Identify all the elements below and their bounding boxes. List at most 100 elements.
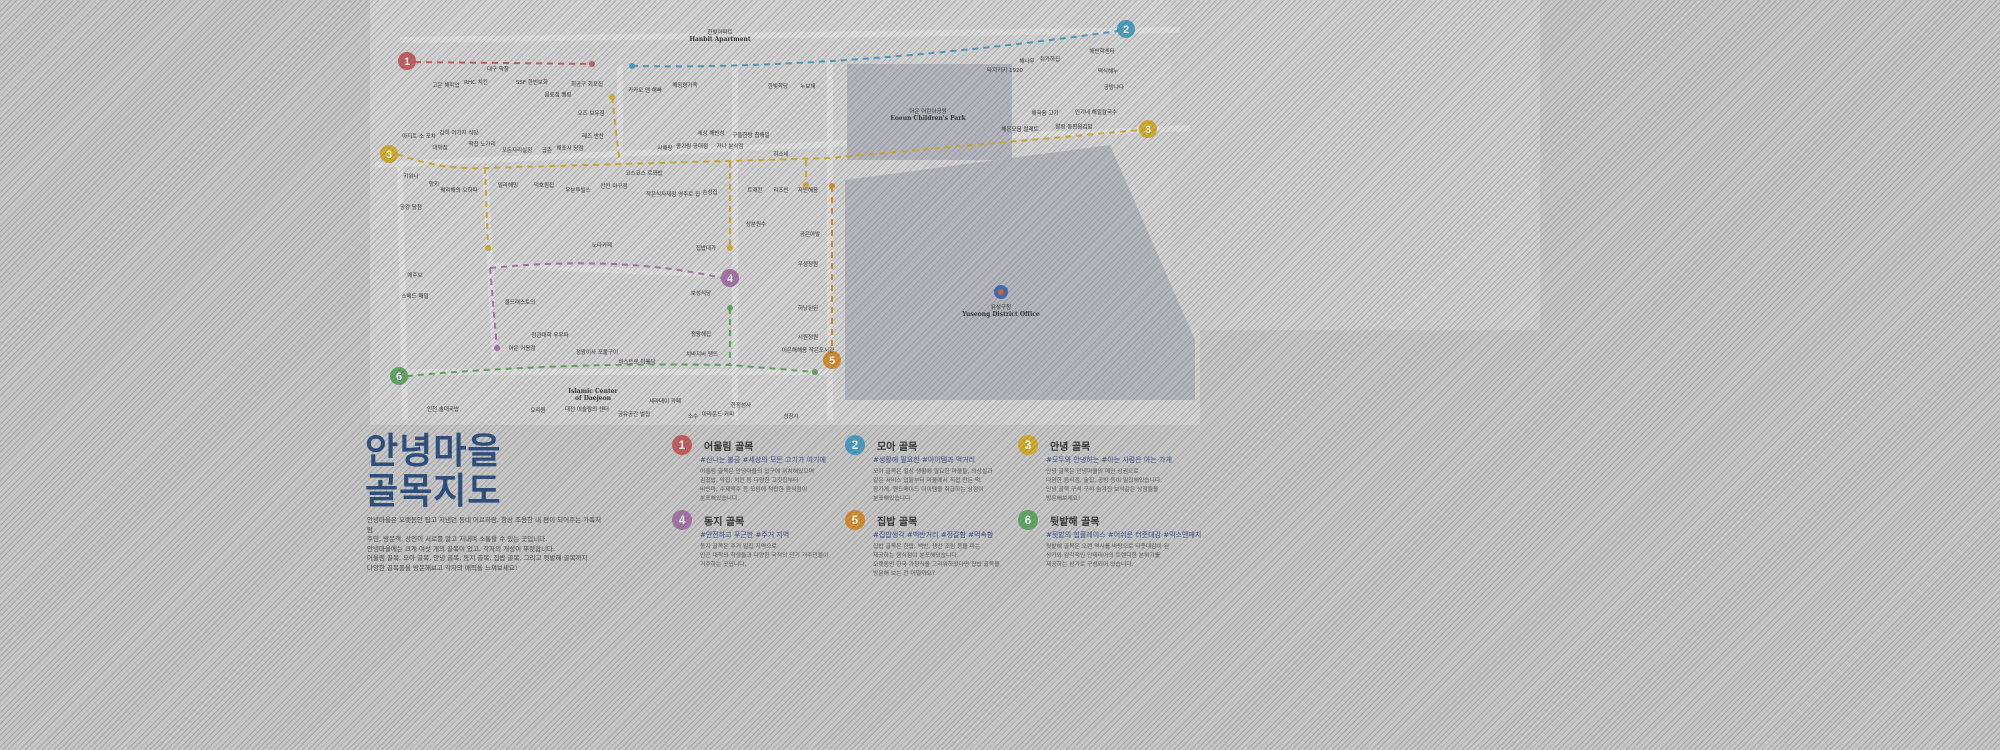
shop-label[interactable]: 떡집 노가리 — [468, 140, 495, 148]
shop-label[interactable]: 음료점 벨링 — [544, 91, 571, 99]
shop-label[interactable]: 한정성사 — [731, 401, 751, 409]
route-number: 5 — [829, 355, 835, 367]
shop-label[interactable]: 대박집 — [432, 144, 447, 152]
shop-label[interactable]: 공강 당점 — [400, 204, 422, 211]
shop-label[interactable]: 떡식해누 — [1098, 67, 1118, 75]
shop-label[interactable]: 우분투빌스 — [565, 186, 590, 194]
shop-label[interactable]: 정왕이사 포불구이 — [576, 348, 618, 356]
shop-label[interactable]: 구들한방 칩해일 — [732, 131, 769, 139]
shop-label[interactable]: 스페드 패밀 — [401, 292, 428, 300]
shop-label[interactable]: 집밥대가 — [696, 244, 716, 252]
shop-label[interactable]: 감히 어가지 식당 — [440, 129, 479, 137]
shop-label[interactable]: 하소네 — [773, 150, 788, 158]
route-2-marker[interactable]: 2 — [1117, 20, 1135, 38]
shop-label[interactable]: 누보쉐 — [800, 82, 815, 90]
islamic-center-label: of Daejeon — [575, 395, 612, 402]
route-5-marker[interactable]: 5 — [823, 351, 841, 369]
route-1-line — [414, 61, 593, 65]
description-line: 뒷밭해 골목은 오랜 역사를 바탕으로 터줏대감이 된 — [1046, 544, 1170, 550]
shop-label[interactable]: 콩기림 공대점 — [676, 142, 708, 150]
description-line: 집밥 골목은 한밥, 백반, 생선 조림 등을 파는 — [873, 544, 981, 550]
description-line: 방문해 보는 건 어떨까요? — [873, 571, 935, 577]
shop-label[interactable]: 소수 — [688, 413, 698, 420]
shop-label[interactable]: 요리원 — [530, 406, 545, 414]
shop-label[interactable]: 정왕해집 — [691, 330, 711, 338]
route-3-marker[interactable]: 3 — [380, 145, 398, 163]
shop-label[interactable]: 꿰리해의 오하파 — [440, 186, 477, 194]
shop-label[interactable]: 성분원수 — [746, 220, 766, 228]
shop-label[interactable]: 해밍량가족 — [672, 81, 697, 89]
shop-label[interactable]: 해국음 고기 — [1031, 109, 1058, 117]
shop-label[interactable]: 자빈해음 — [798, 186, 818, 194]
shop-label[interactable]: 아지트 소 포차 — [402, 132, 436, 140]
shop-label[interactable]: 공은아발 — [800, 230, 820, 238]
shop-label[interactable]: 아라운드 커피 — [702, 410, 734, 418]
intro-line: 주민, 방문객, 상인이 서로를 알고 지내며 소통할 수 있는 곳입니다. — [367, 535, 548, 543]
shop-label[interactable]: 곱촌 — [542, 146, 552, 154]
shop-label[interactable]: 대구 막창 — [487, 65, 509, 73]
shop-label[interactable]: 쥐가하집 — [1040, 55, 1060, 63]
shop-label[interactable]: 레즈 반찬 — [582, 132, 604, 140]
shop-label[interactable]: 손성집 — [702, 188, 717, 196]
shop-label[interactable]: 망키 — [429, 180, 439, 188]
shop-label[interactable]: 고은 해피업 — [432, 81, 459, 89]
shop-label[interactable]: 세상 해빈성 — [697, 129, 724, 137]
shop-label[interactable]: 노다카페 — [592, 241, 612, 249]
shop-label[interactable]: 사해랑 — [657, 144, 672, 152]
route-name: 모아 골목 — [877, 442, 918, 453]
shop-label[interactable]: 성장시 — [783, 412, 798, 420]
shop-label[interactable]: 해포서 당점 — [556, 144, 583, 152]
shop-label[interactable]: 애주보 — [407, 271, 422, 279]
shop-label[interactable]: RHC 치킨 — [464, 78, 488, 86]
route-3-marker-east[interactable]: 3 — [1139, 120, 1157, 138]
shop-label[interactable]: 가나 분식점 — [716, 142, 743, 150]
route-3-line — [396, 96, 1141, 249]
shop-label[interactable]: 한빛학당 — [768, 82, 788, 90]
shop-label[interactable]: 히낭된된 — [798, 304, 818, 312]
route-1-marker[interactable]: 1 — [398, 52, 416, 70]
shop-label[interactable]: 꼬돈지리실정 — [502, 146, 532, 154]
shop-label[interactable]: 최공구 회포집 — [571, 80, 603, 88]
shop-label[interactable]: 칸칸 마구점 — [600, 182, 627, 190]
title-line: 골목지도 — [365, 471, 502, 512]
shop-label[interactable]: 울드래스토의 — [505, 298, 535, 306]
shop-label[interactable]: 해나무 — [1019, 57, 1034, 65]
route-tags: #모두와 안녕하는 #아는 사람은 아는 가게 — [1046, 456, 1172, 464]
shop-label[interactable]: 코스코스 르꽈밥 — [625, 169, 662, 177]
shop-label[interactable]: 정관대학 무우파 — [531, 331, 568, 339]
shop-label[interactable]: 우생정원 — [798, 260, 818, 268]
shop-label[interactable]: 타지키키 1920 — [987, 66, 1023, 74]
shop-label[interactable]: 작은식자재점 영주로 집 — [646, 190, 700, 198]
shop-label[interactable]: 해빈학센터 — [1089, 47, 1114, 55]
shop-label[interactable]: 해온모음 컬레트 — [1001, 125, 1038, 133]
shop-label[interactable]: 세라데이 카페 — [649, 397, 681, 405]
route-badge: 3 — [1018, 435, 1038, 455]
shop-label[interactable]: 오즈 보유점 — [577, 110, 604, 117]
shop-label[interactable]: 시원정원 — [798, 333, 818, 341]
shop-label[interactable]: 알랑 동편원김밥 — [1055, 123, 1092, 131]
shop-label[interactable]: 비스트로 미블닥 — [618, 358, 655, 366]
intro-line: 다양한 골목들을 방문해보고 각자의 매력을 느껴보세요! — [367, 563, 518, 572]
shop-label[interactable]: 덕호원집 — [534, 181, 554, 189]
shop-label[interactable]: SSF 한빈보화 — [516, 78, 548, 86]
shop-label[interactable]: 인기네 해일칼국수 — [1075, 108, 1117, 116]
intro-line: 어울림 골목, 모아 골목, 안녕 골목, 동지 골목, 집밥 골목, 그리고 … — [367, 554, 588, 562]
route-6-marker[interactable]: 6 — [390, 367, 408, 385]
shop-label[interactable]: 어은 어음점 — [508, 344, 535, 352]
shop-label[interactable]: 트래킨 — [747, 186, 762, 194]
shop-label[interactable]: 치바지바 땡뜨 — [686, 350, 718, 358]
shop-label[interactable]: 카카오 맨 해빠 — [628, 86, 662, 94]
shop-label[interactable]: 인천 솔대국밥 — [427, 405, 459, 413]
shop-label[interactable]: 어은해해음 작은도서관 — [782, 346, 834, 354]
shop-label[interactable]: 공유공간 벌집 — [618, 410, 650, 418]
route-4-marker[interactable]: 4 — [721, 269, 739, 287]
shop-label[interactable]: 리즈빈 — [773, 186, 788, 194]
shop-label[interactable]: 공방나다 — [1104, 83, 1124, 91]
shop-label[interactable]: 키위나 — [403, 172, 418, 180]
description-line: 오랫동안 한국 가정식을 그리워하셨다면 집밥 골목을 — [873, 562, 1000, 568]
shop-label[interactable]: 보성식당 — [691, 289, 711, 297]
shop-label[interactable]: 밀라해밍 — [498, 181, 518, 189]
shop-label[interactable]: 대전 이슬람의 센터 — [565, 405, 609, 413]
page-title: 안녕마을 골목지도 — [365, 432, 501, 512]
